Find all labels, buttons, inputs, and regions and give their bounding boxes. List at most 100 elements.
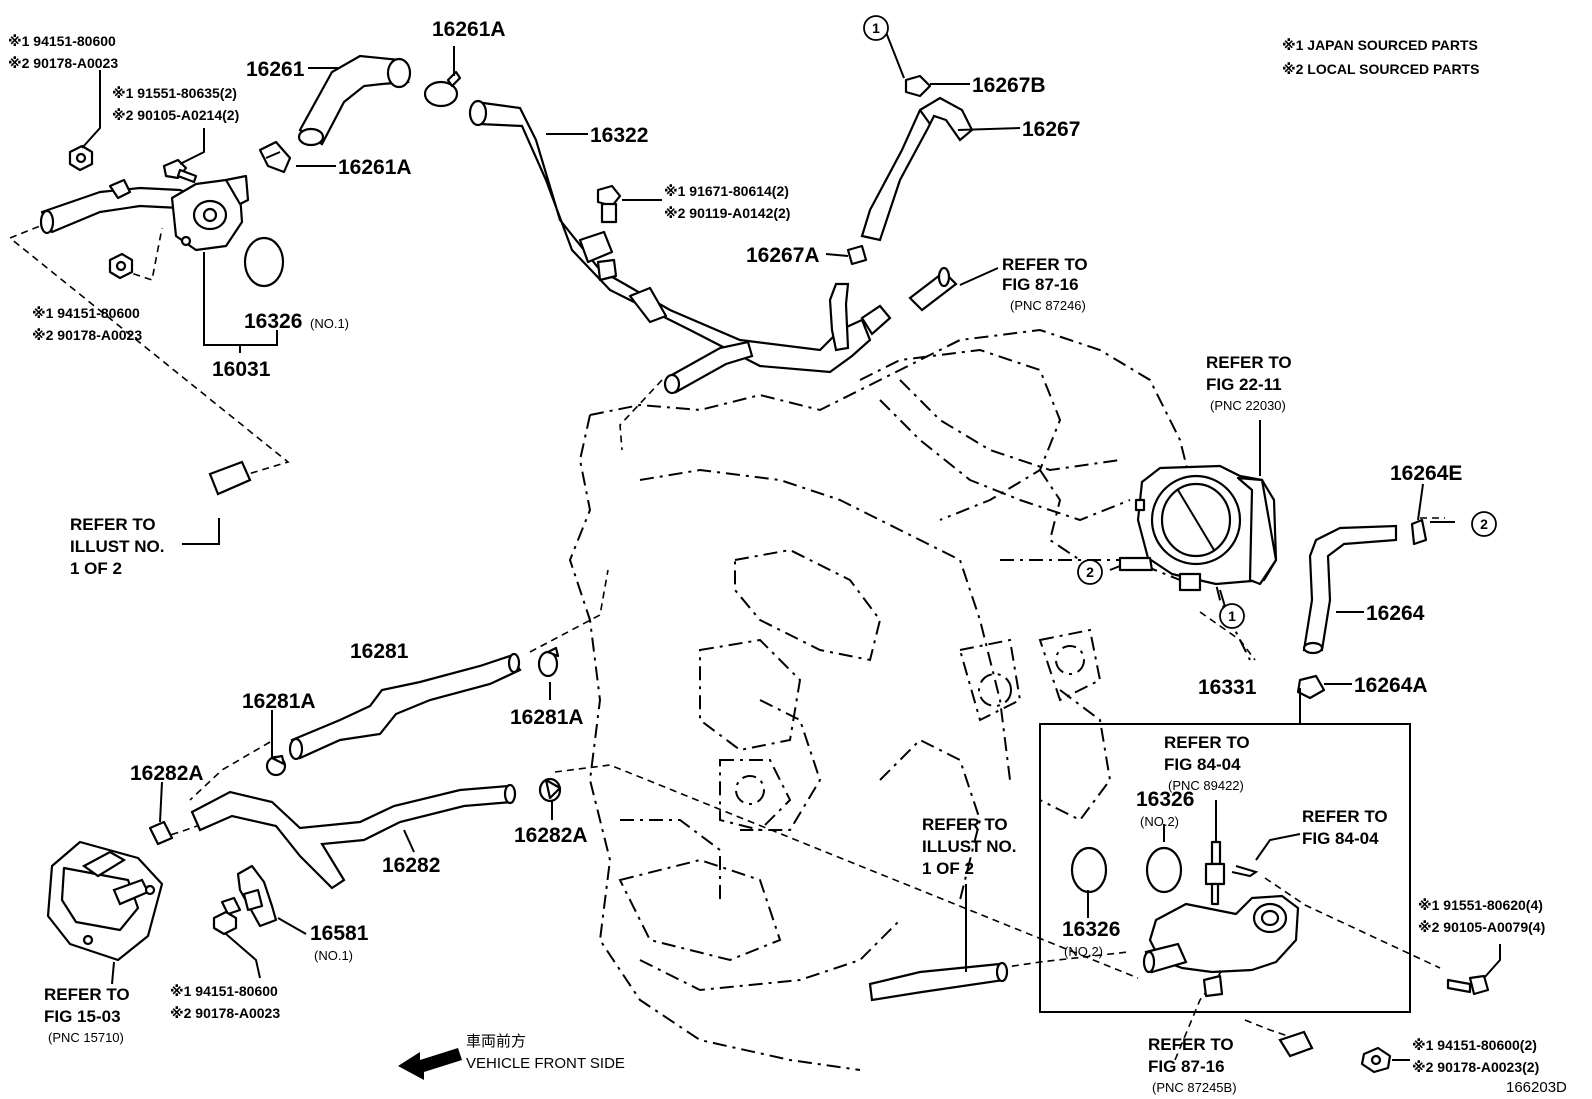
- gasket-16326-no1: [243, 236, 285, 288]
- hose-16264: [1302, 524, 1398, 655]
- label-16031: 16031: [212, 358, 271, 381]
- fastener-br-bolt-local: ※2 90105-A0079(4): [1418, 919, 1545, 935]
- label-16267b: 16267B: [972, 74, 1046, 97]
- svg-text:1: 1: [1228, 608, 1236, 624]
- legend-local-sourced: ※2 LOCAL SOURCED PARTS: [1282, 61, 1479, 77]
- callout-2-right: 2: [1471, 511, 1497, 537]
- label-16282a-right: 16282A: [514, 824, 588, 847]
- ref-1503-line3: (PNC 15710): [48, 1030, 124, 1045]
- nut-top-left: [68, 144, 94, 172]
- ref-8716b-line3: (PNC 87245B): [1152, 1080, 1237, 1095]
- nut-bottom-right: [1360, 1046, 1392, 1074]
- label-16261a-mid: 16261A: [338, 156, 412, 179]
- ref-2211-line3: (PNC 22030): [1210, 398, 1286, 413]
- label-16326-no1-sub: (NO.1): [310, 316, 349, 331]
- ref-8404a-line1: REFER TO: [1164, 733, 1250, 752]
- front-label-jp: 車両前方: [466, 1033, 526, 1050]
- engine-outline: [568, 328, 1251, 1071]
- box-16331: [1039, 723, 1411, 1013]
- label-16581: 16581: [310, 922, 369, 945]
- callout-1-mid: 1: [1219, 603, 1245, 629]
- svg-text:1: 1: [872, 20, 880, 36]
- label-16326-no2-a: 16326: [1062, 918, 1120, 941]
- clamp-16264e: [1410, 518, 1428, 546]
- legend-japan-sourced: ※1 JAPAN SOURCED PARTS: [1282, 37, 1478, 53]
- clamp-16261a-top: [423, 70, 462, 108]
- label-16331: 16331: [1198, 676, 1257, 699]
- figure-id: 166203D: [1506, 1079, 1567, 1096]
- label-16267a: 16267A: [746, 244, 820, 267]
- pipe-16322: [468, 99, 892, 395]
- ref-illust-mid-line2: ILLUST NO.: [922, 837, 1016, 856]
- ref-1503-line1: REFER TO: [44, 985, 130, 1004]
- ref-8404b-line1: REFER TO: [1302, 807, 1388, 826]
- svg-text:2: 2: [1480, 516, 1488, 532]
- label-16581-sub: (NO.1): [314, 948, 353, 963]
- oil-cooler: [46, 840, 164, 962]
- label-16267: 16267: [1022, 118, 1080, 141]
- fastener-br-bolt-japan: ※1 91551-80620(4): [1418, 897, 1543, 913]
- fastener-ml-nut-japan: ※1 94151-80600: [32, 305, 140, 321]
- fastener-ml-nut-local: ※2 90178-A0023: [32, 327, 142, 343]
- clamp-16282a-right: [538, 777, 562, 803]
- fastener-bl-nut-local: ※2 90178-A0023: [170, 1005, 280, 1021]
- bracket-16581: [220, 864, 278, 928]
- clamp-16267a: [846, 244, 868, 266]
- hose-16281: [288, 652, 522, 761]
- fastener-tl-nut-local: ※2 90178-A0023: [8, 55, 118, 71]
- water-outlet-16031: [39, 174, 250, 252]
- label-16261: 16261: [246, 58, 305, 81]
- clamp-16261a-mid: [258, 140, 292, 174]
- label-16281a-right: 16281A: [510, 706, 584, 729]
- label-16264e: 16264E: [1390, 462, 1462, 485]
- bolt-16322-bracket: [596, 184, 622, 224]
- hose-stub-illust-mid: [868, 962, 1006, 1002]
- ref-illust-mid-line3: 1 OF 2: [922, 859, 974, 878]
- ref-8716a-line2: FIG 87-16: [1002, 275, 1079, 294]
- ref-8716a-line3: (PNC 87246): [1010, 298, 1086, 313]
- fastener-br-nut-japan: ※1 94151-80600(2): [1412, 1037, 1537, 1053]
- label-16281: 16281: [350, 640, 409, 663]
- label-16326-no2-a-sub: (NO.2): [1064, 944, 1103, 959]
- front-label-en: VEHICLE FRONT SIDE: [466, 1055, 625, 1072]
- nut-bottom-left: [212, 910, 238, 936]
- ref-8716b-line1: REFER TO: [1148, 1035, 1234, 1054]
- label-16261a-top: 16261A: [432, 18, 506, 41]
- hose-stub-left: [208, 460, 252, 496]
- label-16282: 16282: [382, 854, 440, 877]
- bolt-bottom-right: [1446, 974, 1490, 996]
- ref-illust-left-line3: 1 OF 2: [70, 559, 122, 578]
- callout-1-top: 1: [863, 15, 889, 41]
- ref-8404a-line2: FIG 84-04: [1164, 755, 1241, 774]
- label-16264: 16264: [1366, 602, 1425, 625]
- fastener-tl-nut-japan: ※1 94151-80600: [8, 33, 116, 49]
- fastener-tl-bolt-local: ※2 90105-A0214(2): [112, 107, 239, 123]
- label-16282a-left: 16282A: [130, 762, 204, 785]
- ref-8716b-line2: FIG 87-16: [1148, 1057, 1225, 1076]
- hose-16261: [297, 54, 412, 147]
- fastener-tl-bolt-japan: ※1 91551-80635(2): [112, 85, 237, 101]
- callout-2-left: 2: [1077, 559, 1103, 585]
- hose-stub-87245b: [1278, 1030, 1314, 1058]
- gasket-16326-no2-b: [1145, 846, 1183, 894]
- gasket-16326-no2-a: [1070, 846, 1108, 894]
- fastener-mid-bolt-japan: ※1 91671-80614(2): [664, 183, 789, 199]
- temp-sensor: [1204, 840, 1226, 906]
- fastener-bl-nut-japan: ※1 94151-80600: [170, 983, 278, 999]
- label-16326-no2-b: 16326: [1136, 788, 1194, 811]
- vehicle-front-arrow: [398, 1048, 462, 1080]
- hose-16267: [860, 96, 974, 242]
- clamp-16282a-left: [148, 820, 174, 846]
- ref-1503-line2: FIG 15-03: [44, 1007, 121, 1026]
- clamp-16264a: [1296, 674, 1326, 700]
- hose-16282: [190, 783, 517, 890]
- ref-illust-mid-line1: REFER TO: [922, 815, 1008, 834]
- label-16326-no2-b-sub: (NO.2): [1140, 814, 1179, 829]
- clamp-16281a-left: [265, 754, 287, 777]
- sensor-clip: [1231, 865, 1259, 878]
- ref-2211-line1: REFER TO: [1206, 353, 1292, 372]
- nut-mid-left: [108, 252, 134, 280]
- ref-2211-line2: FIG 22-11: [1206, 375, 1282, 394]
- label-16281a-left: 16281A: [242, 690, 316, 713]
